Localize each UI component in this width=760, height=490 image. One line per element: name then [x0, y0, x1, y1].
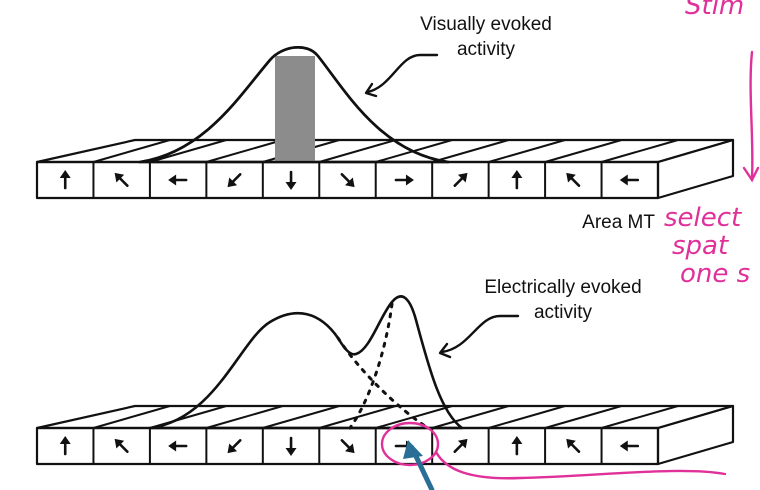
- top-face-stripe: [205, 139, 284, 163]
- electrical-label-line2: activity: [534, 302, 593, 323]
- top-face-stripe: [600, 405, 679, 429]
- arrow-up-icon: [59, 170, 71, 190]
- top-face-stripe: [92, 139, 171, 163]
- arrow-up-right-icon: [453, 438, 468, 453]
- top-shaded-column-fill: [275, 56, 315, 162]
- stimulating-electrode-pointer: [411, 449, 435, 490]
- arrow-down-left-icon: [227, 439, 242, 454]
- arrow-up-icon: [511, 436, 523, 456]
- top-slab-front-face: [35, 160, 660, 200]
- area-mt-label: Area MT: [582, 212, 655, 233]
- top-face-stripe: [487, 139, 567, 163]
- arrow-up-icon: [511, 170, 523, 190]
- top-slab-end-face: [656, 138, 735, 200]
- visual-leader-arrowhead: [364, 82, 378, 98]
- top-slab-stripes: [92, 139, 679, 163]
- handwritten-annotations: Stim select spat one s: [380, 0, 760, 490]
- arrow-up-right-icon: [453, 172, 468, 187]
- handwritten-arrow-head-icon: [742, 166, 760, 183]
- arrow-down-icon: [285, 436, 297, 456]
- top-face-stripe: [431, 405, 510, 429]
- electrical-label-leader: [440, 314, 520, 354]
- arrow-left-icon: [168, 174, 188, 186]
- visual-activity-outline: [138, 46, 450, 164]
- arrow-up-left-icon: [566, 438, 581, 453]
- handwritten-note-line3: spat: [672, 231, 729, 261]
- visual-label-line2: activity: [457, 39, 516, 60]
- arrow-left-icon: [168, 440, 188, 452]
- top-face-stripe: [318, 139, 397, 163]
- visual-component-dotted: [336, 336, 430, 430]
- arrow-up-left-icon: [114, 438, 129, 453]
- bottom-slab-end-face: [656, 404, 735, 466]
- handwritten-note-line1: Stim: [685, 0, 744, 21]
- bottom-slab-front-face: [35, 426, 660, 466]
- electrical-label-line1: Electrically evoked: [484, 277, 641, 298]
- handwritten-connector-line: [434, 450, 727, 480]
- visual-label-leader: [366, 53, 439, 94]
- top-face-stripe: [148, 139, 228, 163]
- visual-label-line1: Visually evoked: [420, 14, 552, 35]
- top-face-stripe: [600, 139, 679, 163]
- electrical-leader-arrowhead: [438, 342, 452, 359]
- handwritten-note-line4: one s: [680, 259, 750, 289]
- arrow-down-right-icon: [340, 439, 355, 454]
- arrow-up-left-icon: [566, 172, 581, 187]
- bottom-panel: Electrically evoked activity: [35, 277, 735, 466]
- arrow-left-icon: [619, 440, 640, 452]
- stimulation-site-circle: [380, 421, 440, 467]
- handwritten-down-arrow: [749, 50, 754, 180]
- pointer-arrowhead-icon: [403, 440, 423, 459]
- bottom-direction-columns: [59, 428, 640, 464]
- arrow-right-icon: [394, 174, 414, 186]
- top-face-stripe: [544, 405, 623, 429]
- top-face-stripe: [487, 405, 567, 429]
- handwritten-note-line2: select: [664, 203, 742, 233]
- top-face-stripe: [261, 405, 341, 429]
- top-panel: Visually evoked activity Area MT: [35, 14, 735, 233]
- arrow-up-left-icon: [114, 172, 129, 187]
- electrical-activity-curve: [148, 295, 464, 430]
- arrow-up-icon: [59, 436, 71, 456]
- top-direction-columns: [59, 162, 640, 198]
- arrow-left-icon: [619, 174, 640, 186]
- top-face-stripe: [92, 405, 171, 429]
- top-face-stripe: [431, 139, 510, 163]
- electrical-component-dotted: [348, 302, 394, 430]
- arrow-down-icon: [285, 170, 297, 190]
- arrow-down-right-icon: [340, 173, 355, 188]
- top-face-stripe: [544, 139, 623, 163]
- top-face-stripe: [205, 405, 284, 429]
- arrow-down-left-icon: [227, 173, 242, 188]
